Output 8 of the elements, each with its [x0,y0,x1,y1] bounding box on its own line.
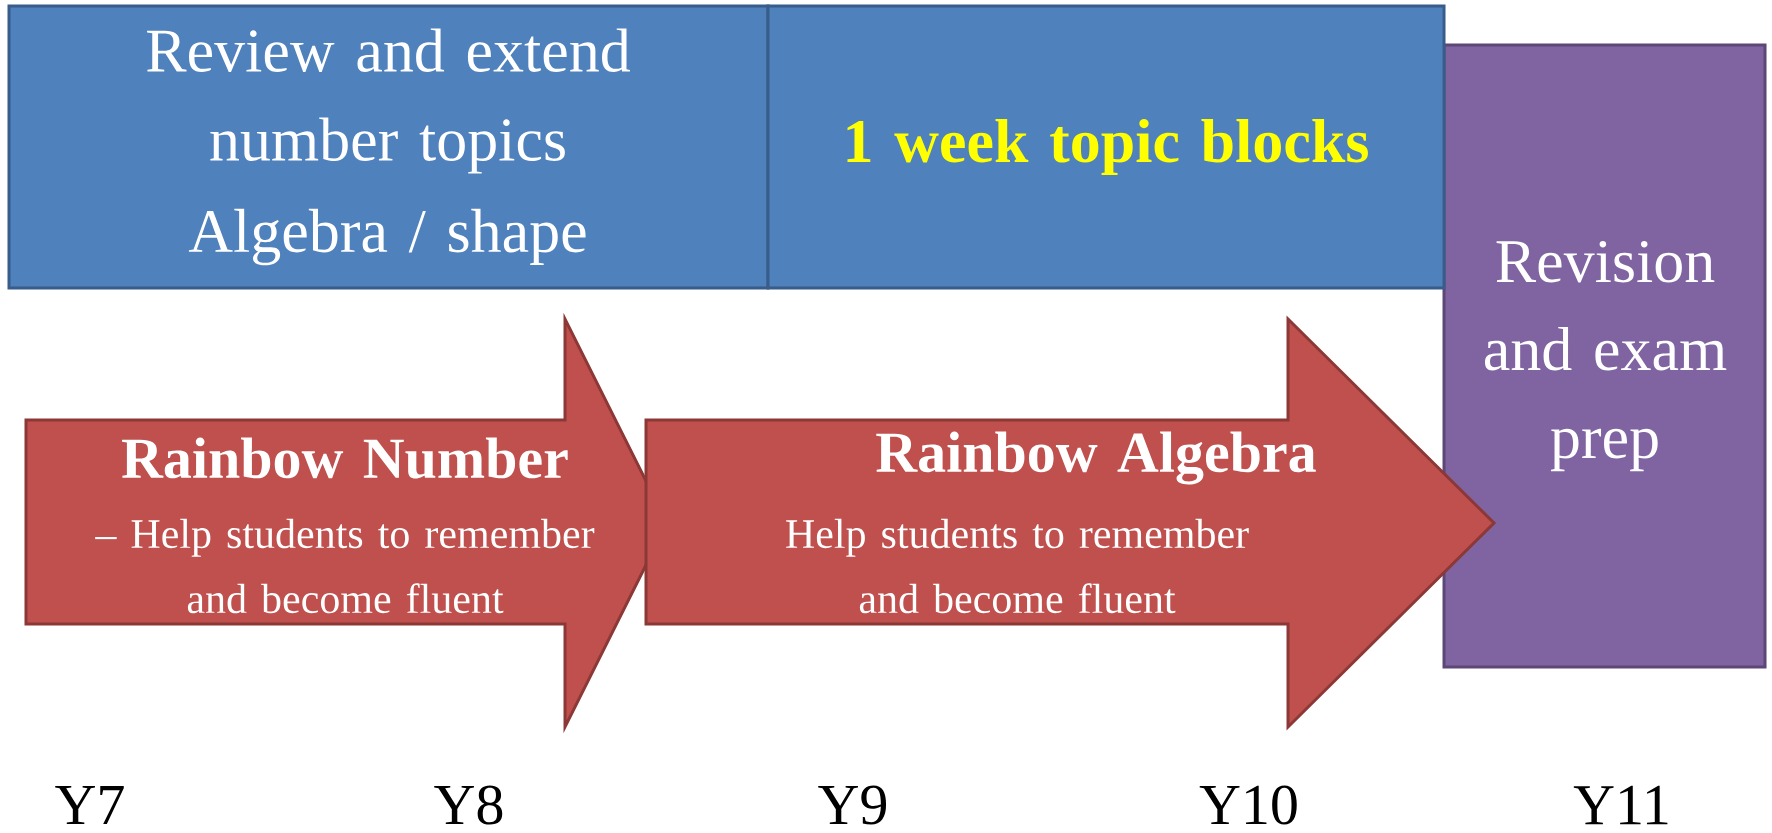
revision-box: Revision and exam prep [1442,43,1767,669]
topic-box: Review and extend number topics Algebra / shape [7,4,770,290]
year-label: Y9 [818,785,887,825]
year-label: Y8 [434,785,503,825]
topic-box: 1 week topic blocks [766,4,1446,290]
year-label: Y7 [55,786,124,824]
year-label: Y10 [1199,785,1297,825]
year-label: Y11 [1573,785,1668,825]
